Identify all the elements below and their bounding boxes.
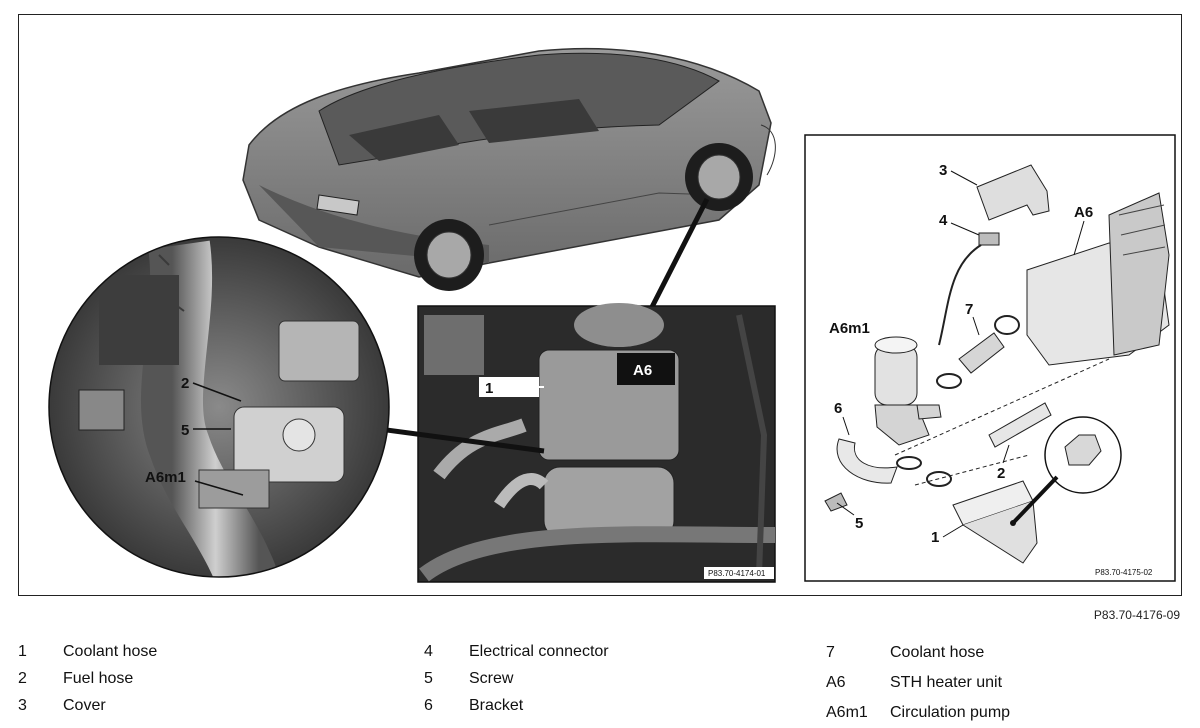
legend-item: 5 Screw	[424, 665, 609, 692]
legend-item: 6 Bracket	[424, 692, 609, 719]
callout-a6m1-zoom: A6m1	[145, 469, 186, 486]
legend-label: STH heater unit	[890, 674, 1003, 691]
callout-4: 4	[939, 212, 948, 229]
zoom-detail: 2 5 A6m1	[48, 236, 390, 578]
figure-reference: P83.70-4176-09	[1093, 608, 1180, 622]
legend-label: Circulation pump	[890, 704, 1011, 721]
legend-key: 6	[424, 696, 433, 714]
callout-2: 2	[181, 375, 189, 392]
diagram-canvas: 1 A6 P83.70-4174-01 2 5	[48, 47, 1176, 583]
callout-5: 5	[181, 422, 189, 439]
legend-label: Coolant hose	[63, 642, 158, 660]
legend-key: 7	[826, 644, 835, 661]
legend-item: 3 Cover	[18, 692, 157, 719]
legend-label: Electrical connector	[469, 642, 609, 660]
photo-ref-code: P83.70-4174-01	[708, 569, 766, 578]
callout-a6m1-exploded: A6m1	[829, 320, 870, 337]
legend-key: 5	[424, 669, 433, 687]
callout-5-exploded: 5	[855, 515, 863, 532]
callout-2-exploded: 2	[997, 465, 1005, 482]
leader-line	[649, 197, 710, 309]
diagram-figure: 1 A6 P83.70-4174-01 2 5	[18, 14, 1182, 596]
legend-item: 2 Fuel hose	[18, 665, 157, 692]
legend-item: 4 Electrical connector	[424, 638, 609, 665]
exploded-view: 3 4 A6 A6m1 7 6 2	[804, 134, 1176, 582]
legend-key: 4	[424, 642, 433, 660]
legend-key: 1	[18, 642, 27, 660]
legend-item: A6 STH heater unit	[826, 668, 1010, 698]
legend-key: 2	[18, 669, 27, 687]
car-illustration	[242, 47, 776, 291]
legend-key: A6m1	[826, 704, 868, 721]
legend-item: 7 Coolant hose	[826, 638, 1010, 668]
legend-key: 3	[18, 696, 27, 714]
legend-key: A6	[826, 674, 846, 691]
legend-label: Screw	[469, 669, 514, 687]
legend-label: Fuel hose	[63, 669, 134, 687]
legend-label: Cover	[63, 696, 106, 714]
callout-1-exploded: 1	[931, 529, 939, 546]
legend-column-1: 1 Coolant hose 2 Fuel hose 3 Cover	[18, 638, 157, 719]
legend-label: Bracket	[469, 696, 524, 714]
zoom-leader-line	[363, 424, 545, 454]
callout-1: 1	[485, 380, 493, 397]
legend-column-2: 4 Electrical connector 5 Screw 6 Bracket	[424, 638, 609, 719]
legend-item: A6m1 Circulation pump	[826, 698, 1010, 728]
callout-a6: A6	[633, 362, 652, 379]
exploded-ref-code: P83.70-4175-02	[1095, 568, 1153, 577]
engine-bay-photo: 1 A6 P83.70-4174-01	[417, 303, 776, 583]
legend-column-3: 7 Coolant hose A6 STH heater unit A6m1 C…	[826, 638, 1010, 728]
legend-label: Coolant hose	[890, 644, 985, 661]
callout-a6-exploded: A6	[1074, 204, 1093, 221]
legend-item: 1 Coolant hose	[18, 638, 157, 665]
callout-7: 7	[965, 301, 973, 318]
callout-3: 3	[939, 162, 947, 179]
callout-6: 6	[834, 400, 842, 417]
